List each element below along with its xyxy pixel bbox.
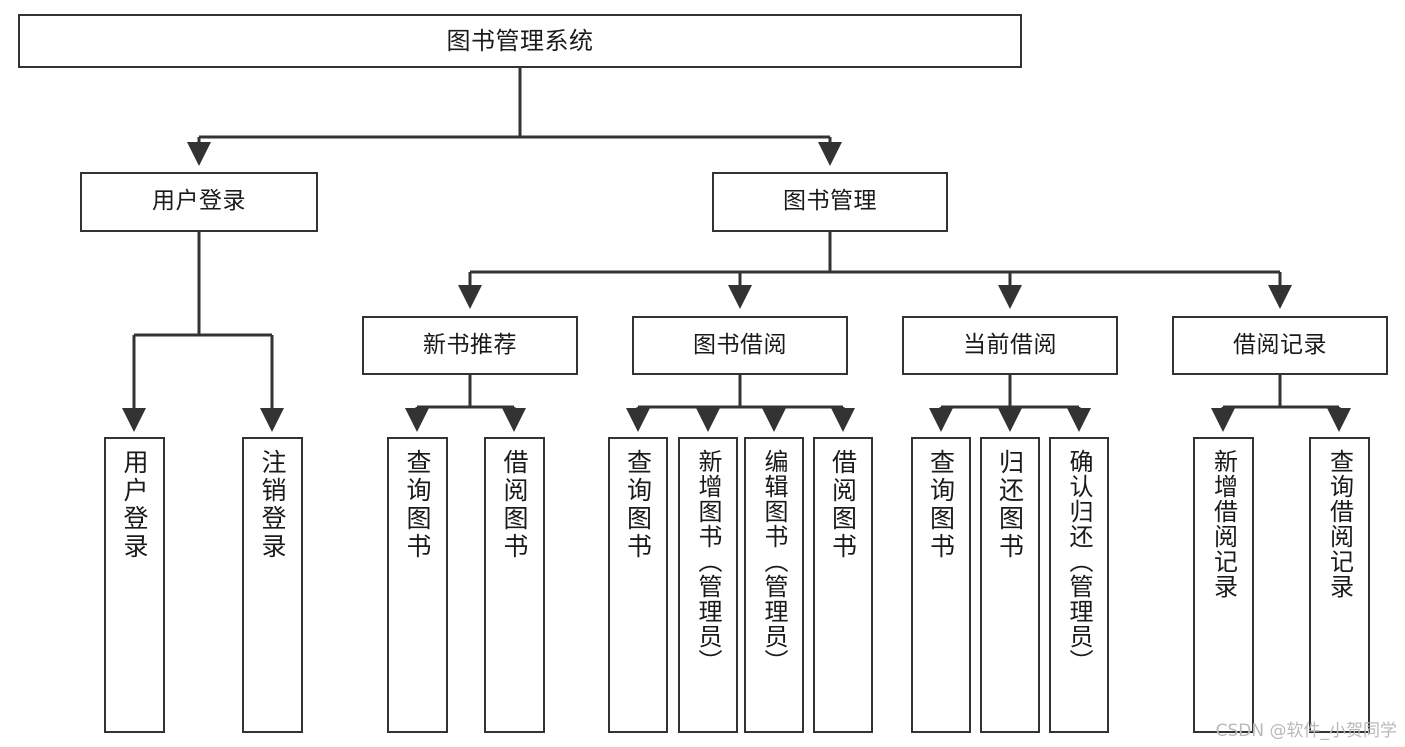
leaf-record-query-record[interactable]: 查询借阅记录 xyxy=(1309,437,1370,733)
node-label: 当前借阅 xyxy=(963,331,1057,358)
node-label: 新书推荐 xyxy=(423,331,517,358)
node-label: 图书管理 xyxy=(783,188,877,215)
node-label: 图书借阅 xyxy=(693,331,787,358)
leaf-record-add-record[interactable]: 新增借阅记录 xyxy=(1193,437,1254,733)
node-label: 注销登录 xyxy=(258,449,287,561)
node-label: 借阅图书 xyxy=(828,449,858,561)
leaf-borrow-query-book[interactable]: 查询图书 xyxy=(608,437,668,733)
node-borrow-record[interactable]: 借阅记录 xyxy=(1172,316,1388,375)
node-label: 用户登录 xyxy=(120,449,149,561)
node-label: 新增图书（管理员） xyxy=(694,449,722,674)
node-label: 借阅记录 xyxy=(1233,331,1327,358)
leaf-current-confirm-return-admin[interactable]: 确认归还（管理员） xyxy=(1049,437,1109,733)
leaf-current-query-book[interactable]: 查询图书 xyxy=(911,437,971,733)
leaf-recommend-borrow-book[interactable]: 借阅图书 xyxy=(484,437,545,733)
node-label: 新增借阅记录 xyxy=(1209,449,1238,599)
leaf-borrow-edit-book-admin[interactable]: 编辑图书（管理员） xyxy=(744,437,804,733)
node-label: 确认归还（管理员） xyxy=(1065,449,1093,674)
node-label: 归还图书 xyxy=(995,449,1025,561)
leaf-borrow-add-book-admin[interactable]: 新增图书（管理员） xyxy=(678,437,738,733)
leaf-user-login-signin[interactable]: 用户登录 xyxy=(104,437,165,733)
node-label: 查询借阅记录 xyxy=(1325,449,1354,599)
node-new-book-recommend[interactable]: 新书推荐 xyxy=(362,316,578,375)
node-current-borrow[interactable]: 当前借阅 xyxy=(902,316,1118,375)
node-root-system[interactable]: 图书管理系统 xyxy=(18,14,1022,68)
csdn-watermark: CSDN @软件_小贺同学 xyxy=(1215,721,1397,741)
node-label: 查询图书 xyxy=(926,449,956,561)
node-label: 查询图书 xyxy=(403,449,432,561)
node-label: 用户登录 xyxy=(152,188,246,215)
node-book-management[interactable]: 图书管理 xyxy=(712,172,948,232)
leaf-current-return-book[interactable]: 归还图书 xyxy=(980,437,1040,733)
leaf-borrow-borrow-book[interactable]: 借阅图书 xyxy=(813,437,873,733)
node-label: 查询图书 xyxy=(623,449,653,561)
leaf-user-login-signout[interactable]: 注销登录 xyxy=(242,437,303,733)
node-user-login[interactable]: 用户登录 xyxy=(80,172,318,232)
node-label: 编辑图书（管理员） xyxy=(760,449,788,674)
node-label: 图书管理系统 xyxy=(446,26,594,55)
leaf-recommend-query-book[interactable]: 查询图书 xyxy=(387,437,448,733)
node-book-borrow[interactable]: 图书借阅 xyxy=(632,316,848,375)
node-label: 借阅图书 xyxy=(500,449,529,561)
